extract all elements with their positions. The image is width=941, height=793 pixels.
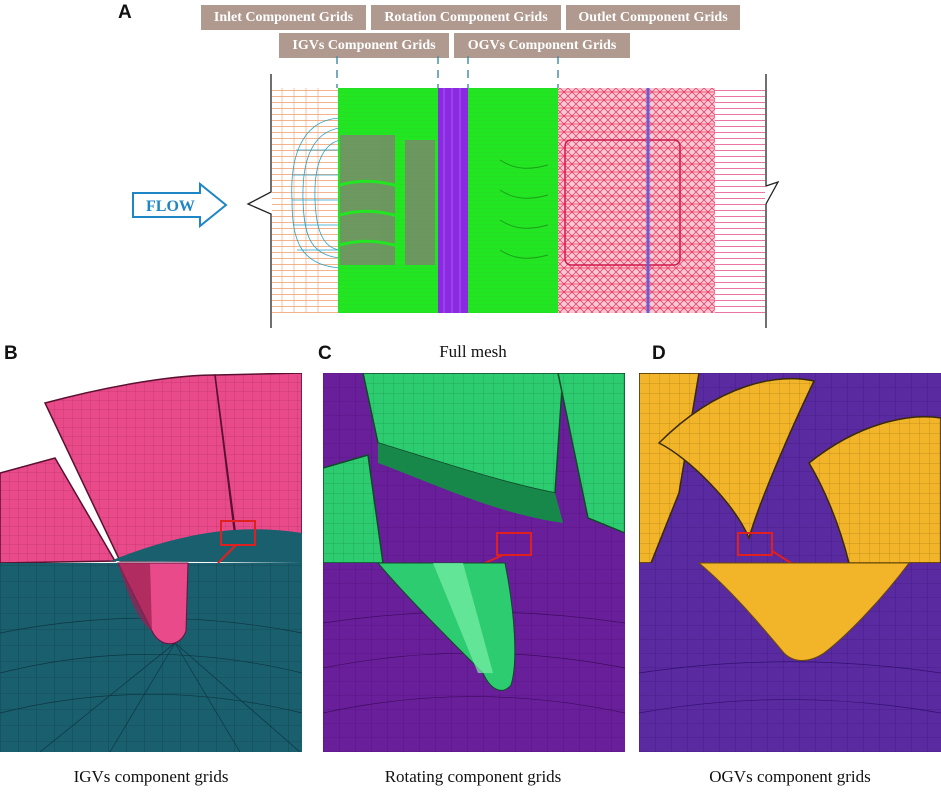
tag-rotation-component-grids: Rotation Component Grids — [371, 5, 561, 30]
panel-label-c: C — [318, 343, 332, 364]
tag-igvs-component-grids: IGVs Component Grids — [279, 33, 449, 58]
tag-outlet-component-grids: Outlet Component Grids — [566, 5, 740, 30]
inlet-vertical-lines — [281, 88, 319, 313]
ogv-blade-right — [808, 416, 941, 564]
tag-ogvs-component-grids: OGVs Component Grids — [454, 33, 630, 58]
zoom-callout-box — [737, 532, 773, 556]
panel-label-d: D — [652, 343, 666, 364]
igvs-component-render — [0, 373, 302, 752]
panel-label-b: B — [4, 343, 18, 364]
domain-boundary — [246, 74, 780, 328]
zoom-callout-box — [496, 532, 532, 556]
rotor-blade-right — [557, 373, 625, 534]
caption-igvs: IGVs component grids — [73, 767, 229, 786]
ogv-blade-leading-edge — [697, 562, 911, 661]
ogvs-component-render — [639, 373, 941, 752]
outlet-mesh-zone — [558, 88, 715, 313]
inlet-mesh-zone — [272, 88, 338, 313]
ogv-mesh-zone — [468, 88, 558, 313]
igv-blade-passages — [340, 135, 435, 265]
flow-arrow-icon — [132, 181, 228, 229]
flow-label: FLOW — [146, 198, 195, 215]
full-mesh-title: Full mesh — [439, 342, 507, 361]
rotating-component-render — [323, 373, 625, 752]
tag-inlet-component-grids: Inlet Component Grids — [201, 5, 366, 30]
nacelle-body — [564, 139, 681, 266]
panel-label-a: A — [118, 2, 132, 23]
spinner-dome-mesh — [291, 117, 341, 269]
igv-blade-right — [214, 373, 302, 554]
zone-dividers — [336, 56, 559, 88]
caption-rotating: Rotating component grids — [384, 767, 562, 786]
ogv-blade-center — [657, 377, 816, 541]
rotor-mesh-zone — [438, 88, 468, 313]
caption-ogvs: OGVs component grids — [709, 767, 871, 786]
full-mesh-domain-diagram: FLOW — [132, 56, 780, 328]
zoom-callout-box — [220, 520, 256, 546]
